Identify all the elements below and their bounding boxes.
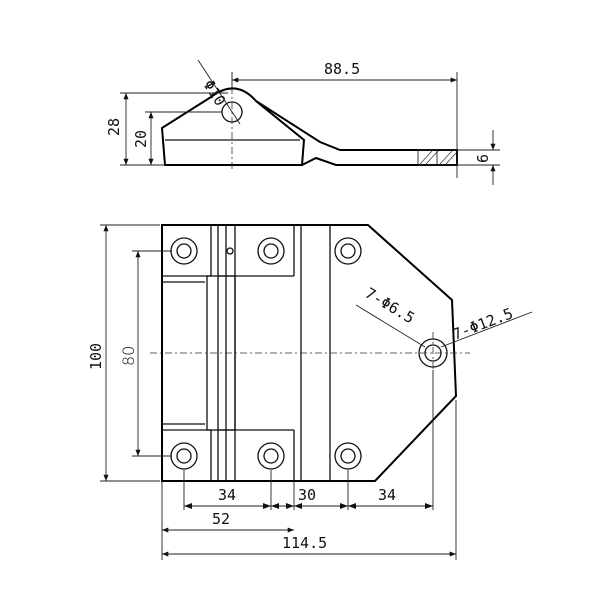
pin-hole-small bbox=[226, 247, 234, 255]
dim-span-52: 52 bbox=[212, 510, 230, 528]
mounting-hole-1 bbox=[170, 237, 198, 265]
dim-height-100: 100 bbox=[87, 343, 105, 370]
side-view: Φ10 88.5 28 20 6 bbox=[105, 59, 500, 185]
dim-small-holes: 7-Φ6.5 bbox=[362, 284, 418, 327]
dim-spacing-80: 80 bbox=[119, 346, 138, 366]
dim-large-holes: 7-Φ12.5 bbox=[450, 304, 515, 343]
side-view-outline bbox=[160, 87, 306, 166]
dim-spacing-34-left: 34 bbox=[218, 486, 236, 504]
dim-spacing-34-right: 34 bbox=[378, 486, 396, 504]
side-view-leaf bbox=[255, 100, 458, 166]
dim-length-88-5: 88.5 bbox=[324, 60, 360, 78]
mounting-hole-4 bbox=[170, 442, 198, 470]
leader-small-holes bbox=[355, 304, 426, 348]
dim-thickness-6: 6 bbox=[474, 154, 492, 163]
leader-large-holes bbox=[440, 311, 533, 348]
diameter-leader bbox=[197, 59, 241, 125]
dim-overall-114-5: 114.5 bbox=[282, 534, 327, 552]
dim-spacing-30: 30 bbox=[298, 486, 316, 504]
dim-height-28: 28 bbox=[105, 118, 123, 136]
mounting-hole-3 bbox=[334, 237, 362, 265]
mounting-hole-6 bbox=[334, 442, 362, 470]
dim-height-20: 20 bbox=[132, 130, 150, 148]
front-view: 7-Φ6.5 7-Φ12.5 100 80 34 30 34 52 114.5 bbox=[87, 224, 533, 560]
mounting-hole-5 bbox=[257, 442, 285, 470]
mounting-hole-2 bbox=[257, 237, 285, 265]
